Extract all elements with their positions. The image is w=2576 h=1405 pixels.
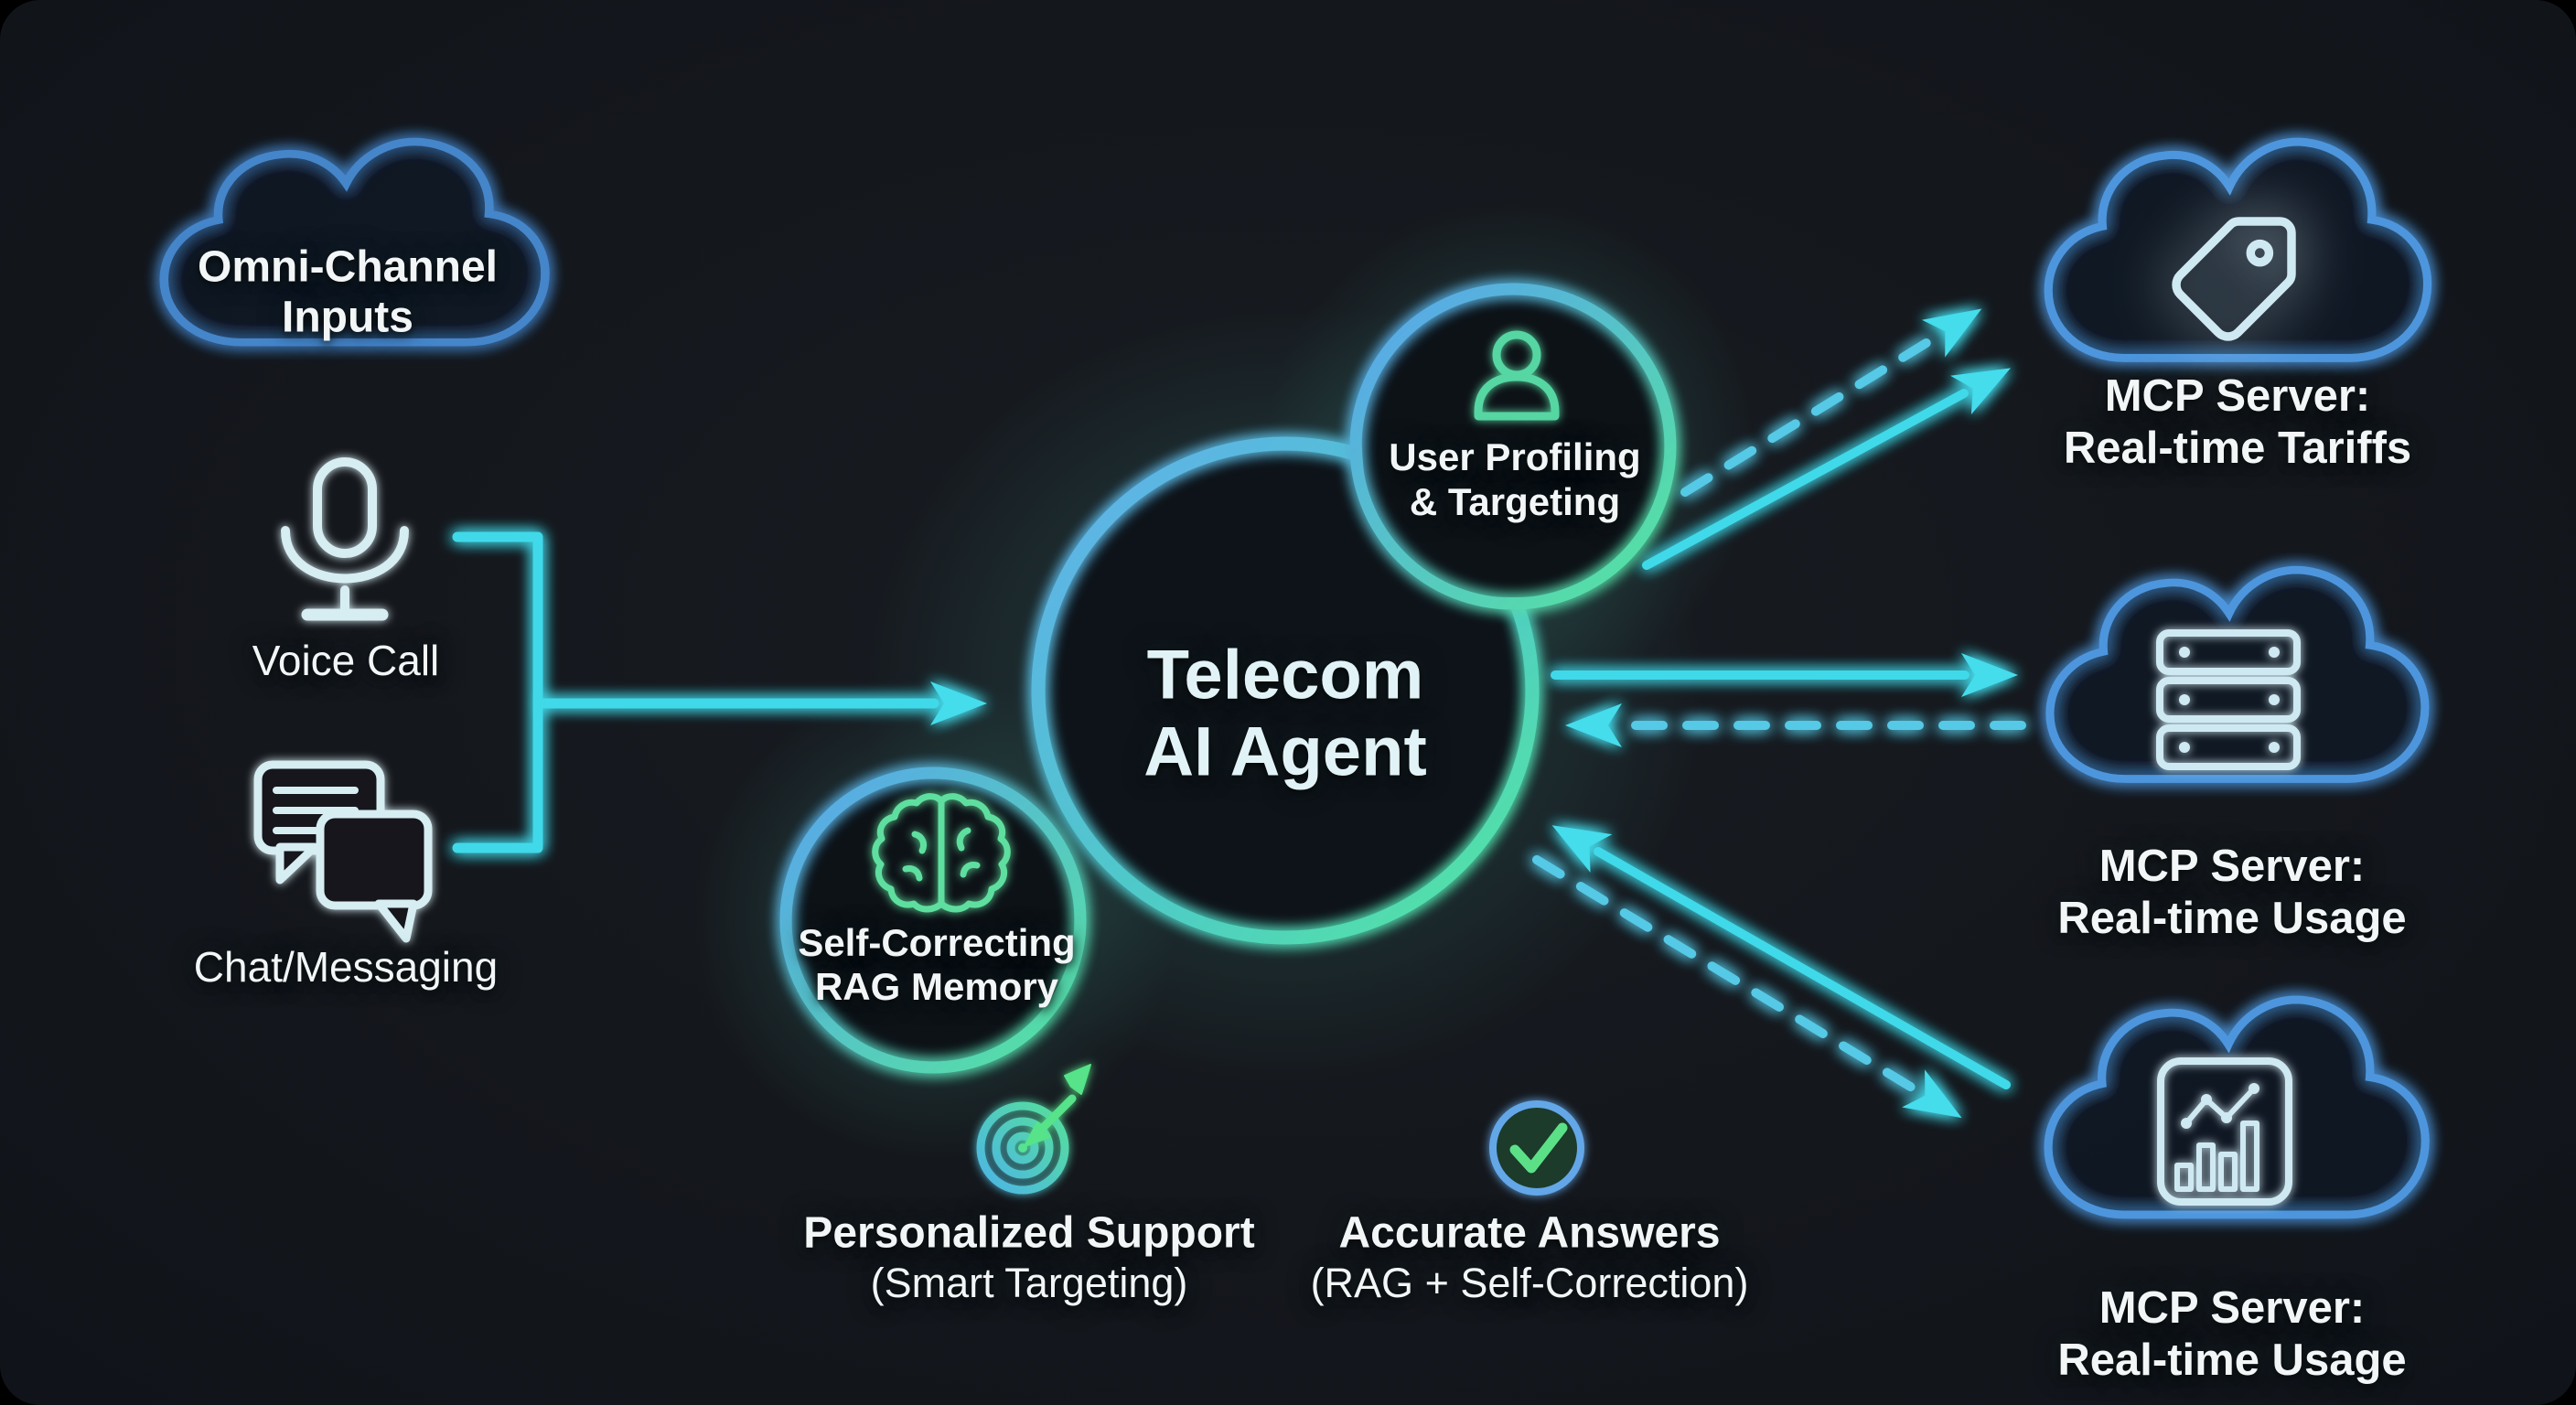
person-icon	[1474, 330, 1560, 421]
bar-chart-icon	[2157, 1057, 2292, 1206]
brain-icon	[872, 793, 1011, 913]
microphone-icon	[281, 457, 409, 621]
rag-memory-circle	[779, 767, 1087, 1074]
agent-server-arrows	[1532, 308, 2026, 1119]
user-profiling-circle	[1349, 283, 1677, 610]
agent-circle	[1031, 436, 1540, 945]
chat-bubbles-icon	[253, 760, 433, 943]
server-rack-icon	[2156, 629, 2301, 770]
tariffs-cloud	[2048, 142, 2427, 358]
price-tag-icon	[2172, 217, 2296, 341]
arrow-agent-to-usage-bottom-dashed	[1532, 855, 1962, 1119]
arrow-profiling-to-tariffs-dashed	[1680, 308, 1982, 497]
omni-channel-cloud	[164, 142, 545, 342]
arrow-profiling-to-tariffs-solid	[1642, 368, 2011, 570]
check-circle-icon	[1489, 1100, 1584, 1196]
inputs-connector	[452, 531, 987, 853]
arrow-usage-bottom-to-agent-solid	[1551, 825, 2011, 1089]
target-bullseye-icon	[976, 1064, 1091, 1195]
